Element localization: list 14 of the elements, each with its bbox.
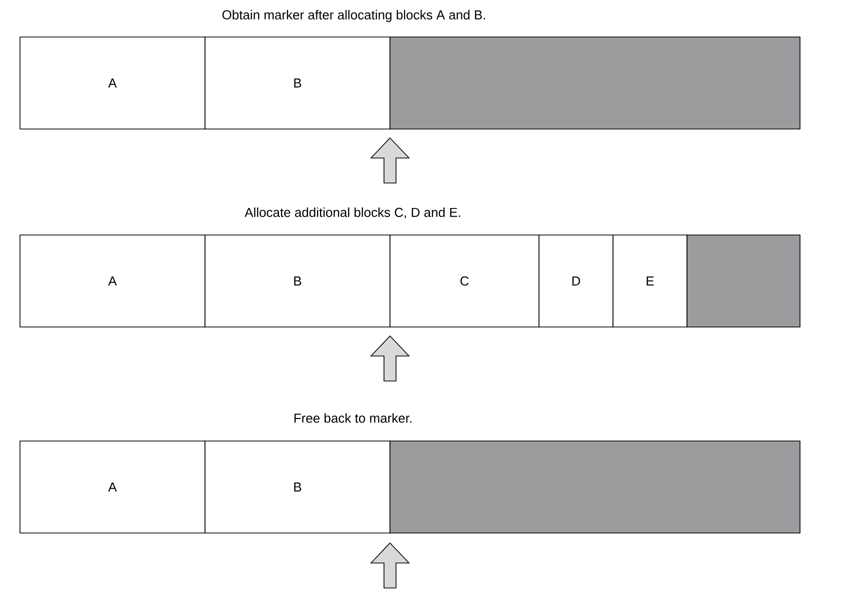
caption: Allocate additional blocks C, D and E. xyxy=(244,207,460,219)
caption: Free back to marker. xyxy=(294,413,412,423)
memory-block: B xyxy=(204,440,390,534)
memory-block: A xyxy=(20,36,206,130)
memory-block: B xyxy=(204,234,390,328)
memory-block: A xyxy=(20,234,206,328)
memory-block: E xyxy=(612,234,688,328)
free-space-block xyxy=(390,36,800,130)
memory-block: B xyxy=(204,36,390,130)
free-space-block xyxy=(390,440,800,534)
caption: Obtain marker after allocating blocks A and B. xyxy=(222,10,485,22)
memory-block: D xyxy=(538,234,614,328)
memory-block: A xyxy=(20,440,206,534)
free-space-block xyxy=(686,234,800,328)
